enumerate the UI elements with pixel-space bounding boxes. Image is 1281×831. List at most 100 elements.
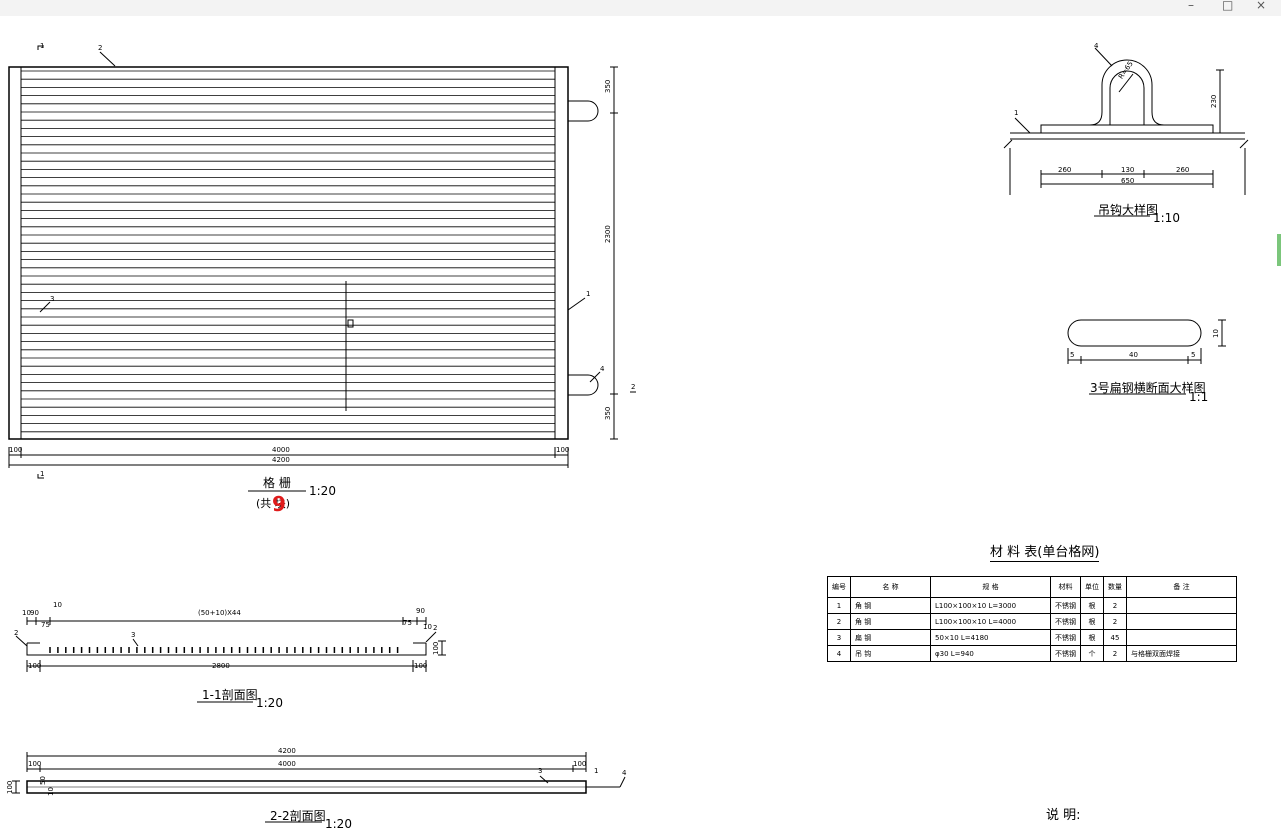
sec2-label-4: 4 xyxy=(622,769,627,777)
flat-dim-right: 5 xyxy=(1191,351,1196,359)
sec2-dim-side-b: 10 xyxy=(47,787,55,796)
table-row: 1 角 钢 L100×100×10 L=3000 不锈钢 根 2 xyxy=(827,597,1237,614)
grating-frame xyxy=(8,66,569,440)
sec1-dim-right: 100 xyxy=(414,662,428,670)
table-cell: 个 xyxy=(1080,645,1104,662)
maximize-icon[interactable]: □ xyxy=(1222,0,1234,12)
sec2-dim-height: 100 xyxy=(6,780,14,794)
table-cell: 角 钢 xyxy=(850,613,931,630)
table-header: 规 格 xyxy=(930,576,1051,598)
sec1-label-mid: 3 xyxy=(131,631,136,639)
sec1-dim-g: 10 xyxy=(423,623,432,631)
table-cell: 50×10 L=4180 xyxy=(930,629,1051,646)
section-1-1-title: 1-1剖面图 xyxy=(202,688,258,702)
table-cell: 2 xyxy=(1103,645,1127,662)
dim-inner: 4000 xyxy=(272,446,290,454)
hook-detail xyxy=(1003,47,1249,217)
table-cell: 2 xyxy=(827,613,851,630)
dim-overall: 4200 xyxy=(272,456,290,464)
hook-dim-mid: 130 xyxy=(1121,166,1135,174)
sec1-dim-f: 75 xyxy=(403,619,412,627)
table-header: 备 注 xyxy=(1126,576,1237,598)
hook-dim-right: 260 xyxy=(1176,166,1190,174)
section-tag-bottom: 1 xyxy=(40,470,45,478)
sec1-dim-e: 90 xyxy=(416,607,425,615)
hook-label-1: 1 xyxy=(1014,109,1019,117)
dim-left-end: 100 xyxy=(9,446,23,454)
title-bar xyxy=(0,0,1281,16)
table-header-row: 编号 名 称 规 格 材料 单位 数量 备 注 xyxy=(827,576,1237,598)
grating-label-3: 3 xyxy=(50,295,55,303)
section-2-2 xyxy=(12,752,626,823)
section-mark-top xyxy=(37,45,44,50)
table-cell: 根 xyxy=(1080,629,1104,646)
grating-label-4: 4 xyxy=(600,365,605,373)
table-cell: 与格栅双面焊接 xyxy=(1126,645,1237,662)
table-cell: 2 xyxy=(1103,597,1127,614)
table-cell: 2 xyxy=(1103,613,1127,630)
table-cell xyxy=(1126,613,1237,630)
table-cell: 扁 钢 xyxy=(850,629,931,646)
flat-steel-scale: 1:1 xyxy=(1189,390,1209,404)
table-cell: 不锈钢 xyxy=(1050,629,1081,646)
hook-height: 230 xyxy=(1210,94,1218,108)
sec1-dim-left: 100 xyxy=(28,662,42,670)
grating-plan xyxy=(8,45,636,492)
sec2-dim-left: 100 xyxy=(28,760,42,768)
material-table-title: 材 料 表(单台格网) xyxy=(990,541,1100,562)
table-cell: 不锈钢 xyxy=(1050,645,1081,662)
sec1-dim-d: 75 xyxy=(41,621,50,629)
leader-1 xyxy=(567,297,586,311)
grating-label-2: 2 xyxy=(98,44,103,52)
minimize-icon[interactable]: – xyxy=(1188,0,1194,12)
material-table: 编号 名 称 规 格 材料 单位 数量 备 注 1 角 钢 L100×100×1… xyxy=(827,576,1237,662)
table-cell xyxy=(1126,629,1237,646)
table-cell: 吊 钩 xyxy=(850,645,931,662)
table-cell: 不锈钢 xyxy=(1050,613,1081,630)
dim-bottom-right: 350 xyxy=(604,406,612,420)
flat-dim-left: 5 xyxy=(1070,351,1075,359)
section-mark-bottom xyxy=(37,474,44,479)
hook-scale: 1:10 xyxy=(1153,211,1180,225)
sec1-dim-height: 100 xyxy=(432,641,440,655)
section-tag-right: 2 xyxy=(631,383,636,391)
sec1-label-right: 2 xyxy=(433,624,438,632)
hook-dim-total: 650 xyxy=(1121,177,1135,185)
sec2-dim-side-a: 50 xyxy=(39,776,47,785)
grating-title: 格 栅 xyxy=(263,476,291,490)
section-1-1-scale: 1:20 xyxy=(256,696,283,710)
table-header: 名 称 xyxy=(850,576,931,598)
grating-bars xyxy=(21,70,555,433)
table-cell: 45 xyxy=(1103,629,1127,646)
sec1-dim-b: 90 xyxy=(30,609,39,617)
red-annotation: 9 xyxy=(272,492,286,516)
sec1-dim-a: 10 xyxy=(22,609,31,617)
table-cell: 不锈钢 xyxy=(1050,597,1081,614)
table-row: 2 角 钢 L100×100×10 L=4000 不锈钢 根 2 xyxy=(827,613,1237,630)
hook-label-4: 4 xyxy=(1094,42,1099,50)
table-cell: 4 xyxy=(827,645,851,662)
hook-top xyxy=(568,100,599,122)
sec1-dim-main: 2800 xyxy=(212,662,230,670)
table-header: 材料 xyxy=(1050,576,1081,598)
sec2-dim-right: 100 xyxy=(573,760,587,768)
dim-right-end: 100 xyxy=(556,446,570,454)
section-1-1 xyxy=(15,617,446,703)
hook-title: 吊钩大样图 xyxy=(1098,203,1159,217)
sec1-dim-spacing: (50+10)X44 xyxy=(198,609,241,617)
sec2-label-3: 3 xyxy=(538,767,543,775)
flat-steel-detail xyxy=(1067,319,1226,395)
dim-middle-right: 2300 xyxy=(604,225,612,243)
grating-label-1: 1 xyxy=(586,290,591,298)
table-cell: φ30 L=940 xyxy=(930,645,1051,662)
flat-steel-title: 3号扁钢横断面大样图 xyxy=(1090,381,1206,395)
leader-2 xyxy=(99,51,116,67)
close-icon[interactable]: × xyxy=(1256,0,1267,12)
table-cell: 根 xyxy=(1080,597,1104,614)
scrollbar-marker[interactable] xyxy=(1277,234,1281,266)
sec1-label-left: 2 xyxy=(14,629,19,637)
table-cell: 角 钢 xyxy=(850,597,931,614)
table-row: 3 扁 钢 50×10 L=4180 不锈钢 根 45 xyxy=(827,629,1237,646)
table-cell: 根 xyxy=(1080,613,1104,630)
